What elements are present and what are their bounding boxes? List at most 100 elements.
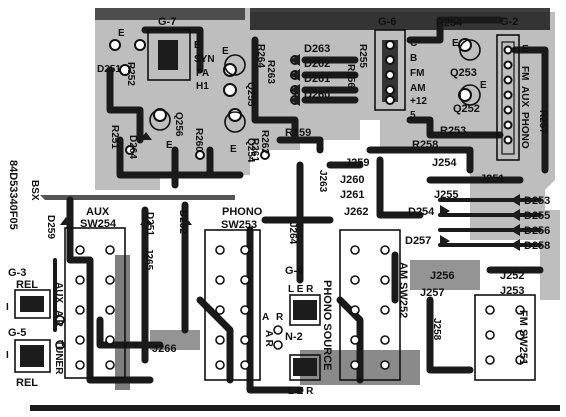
pin-g2-e: E bbox=[522, 44, 529, 55]
label-d253: D253 bbox=[524, 195, 550, 207]
label-g3: G-3 bbox=[8, 267, 26, 279]
label-j255: J255 bbox=[434, 189, 458, 201]
label-g3-i: I bbox=[6, 302, 9, 313]
label-q252: Q252 bbox=[453, 103, 480, 115]
label-q256: Q256 bbox=[173, 112, 184, 137]
pin-q254-e: E bbox=[230, 144, 237, 155]
label-j263: J263 bbox=[317, 170, 328, 193]
pin-q252-e: E bbox=[480, 80, 487, 91]
pin-g2-phono: PHONO bbox=[519, 112, 530, 149]
diode-symbols bbox=[60, 54, 520, 251]
label-aux-side: AUX bbox=[53, 282, 64, 303]
label-d262: D262 bbox=[304, 58, 330, 70]
g7-ic-body bbox=[158, 40, 178, 70]
label-ar-mid: A R bbox=[263, 330, 274, 348]
label-d257: D257 bbox=[405, 235, 431, 247]
pin-g6-5: 5 bbox=[410, 110, 416, 121]
label-d254: D254 bbox=[408, 206, 435, 218]
label-q253: Q253 bbox=[450, 67, 477, 79]
label-j258: J258 bbox=[431, 318, 442, 341]
label-am-sw252: AM SW252 bbox=[397, 262, 409, 318]
label-r255: R255 bbox=[357, 44, 368, 68]
label-d261: D261 bbox=[304, 73, 330, 85]
board-side-mark: BSX bbox=[29, 180, 40, 201]
label-phono-source: PHONO SOURCE bbox=[321, 280, 333, 370]
label-r259: R259 bbox=[285, 127, 311, 139]
group-labels: G-7 G-6 G-2 G-3 G-5 G-4 N-2 bbox=[8, 16, 518, 343]
label-j260: J260 bbox=[340, 174, 364, 186]
label-g4: G-4 bbox=[285, 265, 304, 277]
label-tuner: TUNER bbox=[53, 340, 64, 375]
pin-g2-aux: AUX bbox=[519, 86, 530, 107]
label-j257: J257 bbox=[420, 287, 444, 299]
label-d264: D264 bbox=[127, 135, 138, 159]
label-r260: R260 bbox=[193, 128, 204, 152]
label-rel-bottom: REL bbox=[16, 377, 38, 389]
g7-ic-outline bbox=[147, 29, 191, 81]
pin-q253-e: E bbox=[452, 38, 459, 49]
g3-block bbox=[14, 289, 51, 319]
label-r254: R254 bbox=[436, 17, 463, 29]
label-r258: R258 bbox=[412, 139, 438, 151]
switch-aux-sw254 bbox=[64, 227, 126, 379]
label-d252: D252 bbox=[177, 210, 188, 234]
phono-source-block bbox=[289, 294, 321, 326]
label-j265: J265 bbox=[143, 248, 154, 271]
label-n2-r: R bbox=[276, 312, 284, 323]
label-j254: J254 bbox=[432, 157, 457, 169]
copper-traces bbox=[53, 16, 549, 394]
label-n2-a: A bbox=[262, 312, 269, 323]
label-d255: D255 bbox=[524, 210, 550, 222]
label-r252: R252 bbox=[125, 62, 136, 86]
label-j262: J262 bbox=[344, 206, 368, 218]
label-g6: G-6 bbox=[378, 16, 396, 28]
label-j253: J253 bbox=[500, 285, 524, 297]
label-fm-sw251: FM SW251 bbox=[517, 310, 529, 365]
label-r262: R262 bbox=[259, 130, 270, 154]
label-d259: D259 bbox=[45, 215, 56, 239]
label-j261: J261 bbox=[340, 189, 364, 201]
label-j251: J251 bbox=[480, 173, 504, 185]
label-j259: J259 bbox=[345, 157, 369, 169]
pin-labels: E E SYN PA H1 E C B FM AM +12 5 E E E FM… bbox=[6, 28, 530, 397]
transistor-labels: Q255 Q256 Q254 Q253 Q252 bbox=[173, 67, 480, 163]
label-d251-mid: D251 bbox=[144, 212, 155, 236]
pin-g2-fm: FM bbox=[519, 66, 530, 80]
label-r253: R253 bbox=[440, 125, 466, 137]
label-g5: G-5 bbox=[8, 327, 26, 339]
label-r261: R261 bbox=[249, 138, 260, 162]
pin-g6-fm: FM bbox=[410, 68, 424, 79]
g2-connector bbox=[496, 34, 520, 161]
pin-g7-e: E bbox=[118, 28, 125, 39]
label-j266: J266 bbox=[152, 343, 176, 355]
jumper-labels: J259 J260 J261 J262 J263 J254 J251 J255 … bbox=[143, 157, 524, 355]
label-r251: R251 bbox=[109, 125, 120, 149]
label-j256: J256 bbox=[430, 270, 454, 282]
pin-g7-pa: PA bbox=[196, 68, 209, 79]
pin-g7-h1: H1 bbox=[196, 81, 209, 92]
switch-fm-sw251 bbox=[474, 294, 536, 381]
label-g7: G-7 bbox=[158, 16, 176, 28]
label-d258: D258 bbox=[524, 240, 550, 252]
label-d260: D260 bbox=[304, 89, 330, 101]
label-aux: AUX bbox=[86, 206, 110, 218]
switch-phono-sw253 bbox=[204, 229, 261, 381]
label-r256: R256 bbox=[345, 64, 356, 88]
label-d256: D256 bbox=[524, 225, 550, 237]
label-d251-top: D251 bbox=[97, 64, 121, 75]
label-g5-i: I bbox=[6, 350, 9, 361]
g5-block bbox=[14, 339, 51, 373]
label-r257: R257 bbox=[537, 110, 548, 134]
phono-source-block-2 bbox=[289, 354, 321, 381]
label-j252: J252 bbox=[500, 270, 524, 282]
pin-g7-e2: E bbox=[194, 40, 201, 51]
pin-g6-c: C bbox=[410, 38, 417, 49]
pin-g6-b: B bbox=[410, 53, 417, 64]
diode-labels: D251 D263 D262 D261 D260 D264 D259 D251 … bbox=[45, 43, 550, 252]
pin-q255-e: E bbox=[222, 46, 229, 57]
label-q255: Q255 bbox=[245, 82, 256, 107]
label-n2: N-2 bbox=[285, 331, 303, 343]
label-r263: R263 bbox=[265, 60, 276, 84]
label-r264: R264 bbox=[255, 44, 266, 68]
